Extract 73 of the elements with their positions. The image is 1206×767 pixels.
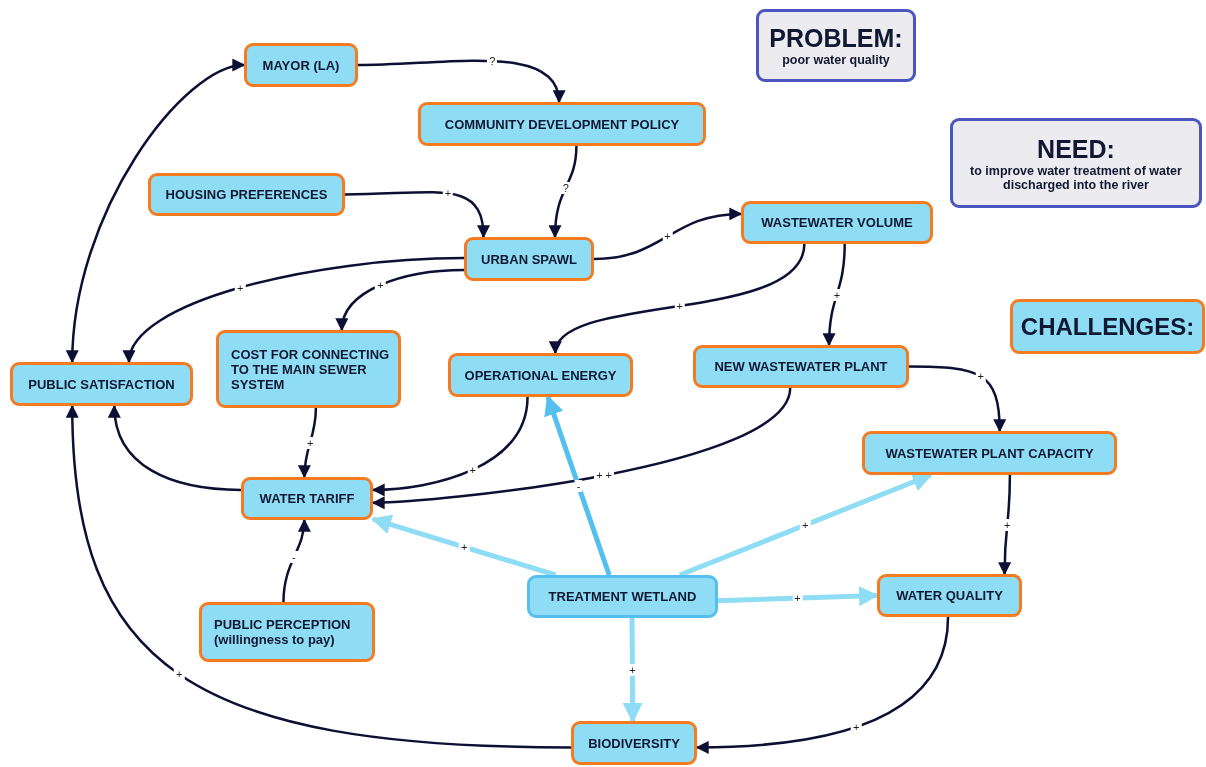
arrow [282,518,311,603]
box-text: to improve water treatment of water discharged into the river [969,163,1183,192]
node-label: BIODIVERSITY [588,735,680,751]
arrow [298,407,318,479]
edge-label: + [173,668,185,681]
variable-box [418,102,706,146]
node-label: PUBLIC PERCEPTION (willingness to pay) [214,617,352,647]
box-heading: PROBLEM: [769,24,903,53]
node-label: NEW WASTEWATER PLANT [714,359,888,374]
arrow [544,395,612,576]
arrow [717,586,879,607]
node-label: WATER TARIFF [259,491,355,506]
edge-label: - [290,551,298,564]
challenges-box [1010,299,1205,354]
arrow [371,396,529,497]
arrow [548,145,578,239]
arrow [66,404,572,749]
node-label: TREATMENT WETLAND [548,589,697,604]
node-label: OPERATIONAL ENERGY [464,367,617,383]
edge-label: ? [487,55,498,67]
variable-box [741,201,933,244]
edge-label: + [627,663,638,676]
arrow [125,256,465,364]
arrow [695,616,950,754]
variable-box [148,173,345,216]
node-label: PUBLIC SATISFACTION [28,376,175,392]
variable-box [241,477,373,520]
arrow [822,243,846,347]
need-box [950,118,1202,208]
arrow [336,268,465,332]
variable-box [216,330,401,408]
arrow [108,404,242,492]
box-text: poor water quality [782,53,890,67]
node-label: WATER QUALITY [896,588,1003,603]
variable-box [571,721,697,765]
node-label: WASTEWATER VOLUME [761,215,913,230]
variable-box [244,43,358,87]
edge-label: + [1002,518,1013,531]
arrow [371,387,792,509]
variable-box [199,602,375,662]
node-label: WASTEWATER PLANT CAPACITY [885,445,1094,461]
edge-label: + [831,288,843,301]
node-label: MAYOR (LA) [262,57,340,73]
edge-label: + [467,463,478,476]
edge-label: + [304,436,316,449]
edge-label: + [662,230,673,243]
variable-box [448,353,633,397]
variable-box [464,237,594,281]
variable-box [527,575,718,618]
edge-label: + [975,370,986,383]
arrow [357,59,564,104]
arrow [998,475,1012,576]
arrow [345,190,490,239]
edge-label: + [459,541,470,554]
edge-label: ? [560,181,571,194]
box-heading: NEED: [1037,134,1115,164]
node-label: COMMUNITY DEVELOPMENT POLICY [444,116,680,132]
node-label: COST FOR CONNECTING TO THE MAIN SEWER SYSTEM [231,346,390,392]
box-heading: CHALLENGES: [1020,312,1195,341]
arrow [909,365,1006,433]
variable-box [693,345,909,388]
edge-label: - [574,480,583,492]
edge-label: + + [594,469,615,482]
variable-box [862,431,1117,475]
node-label: HOUSING PREFERENCES [165,187,328,202]
arrow [66,60,246,364]
variable-box [10,362,193,406]
edge-label: + [375,279,386,291]
arrow [622,618,643,723]
variable-box [877,574,1022,617]
edge-label: + [800,519,811,531]
problem-box [756,9,916,82]
node-label: URBAN SPAWL [481,251,577,267]
